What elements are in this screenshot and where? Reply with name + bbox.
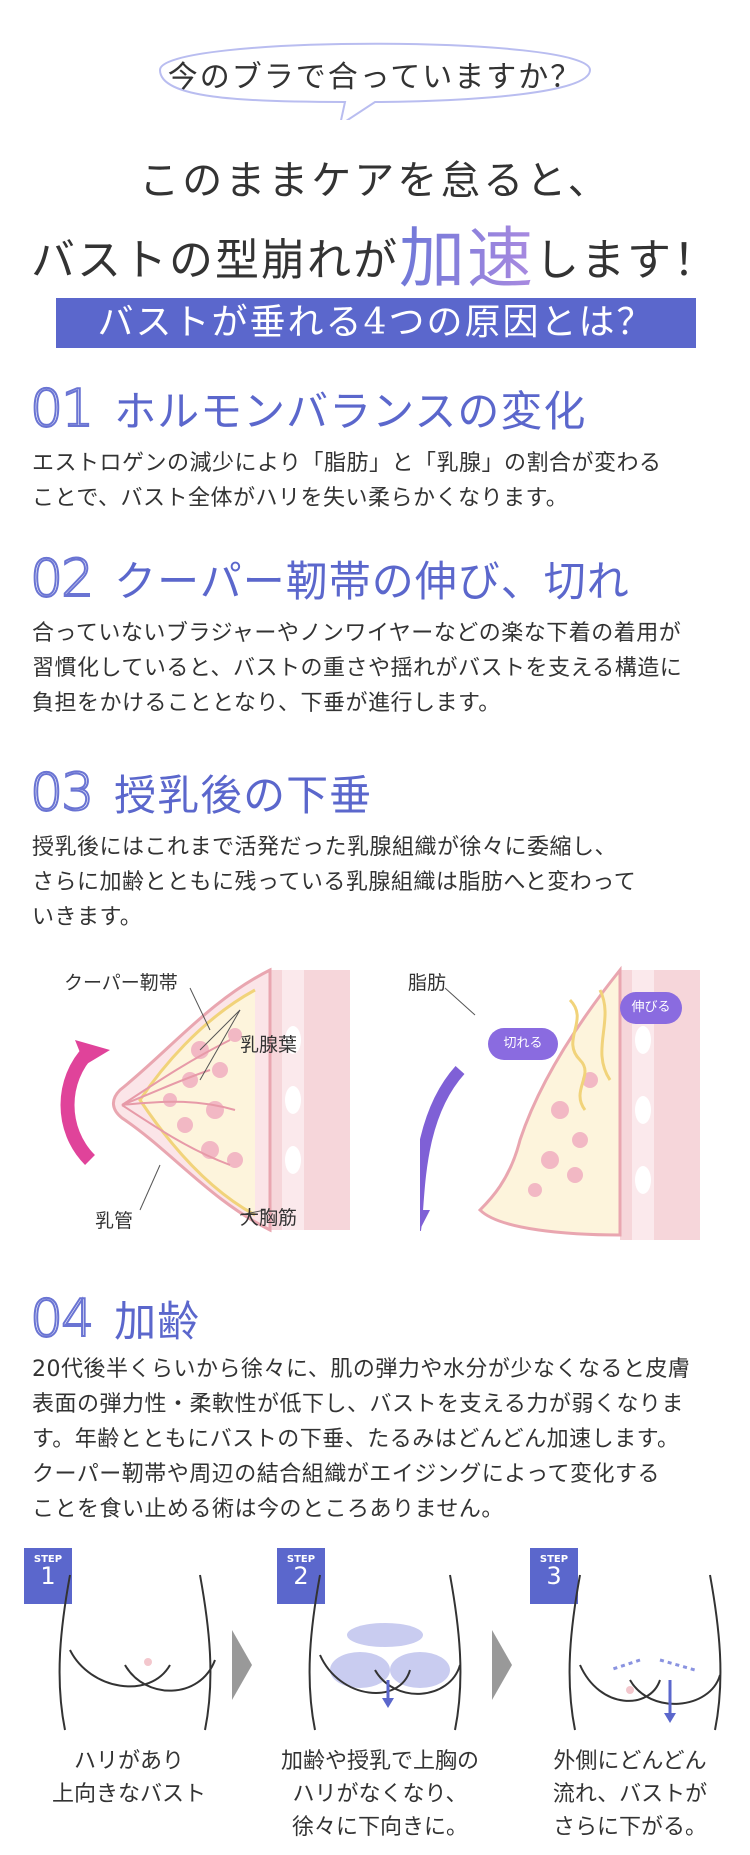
step-label: STEP — [286, 1554, 316, 1565]
body-line: 習慣化していると、バストの重さや揺れがバストを支える構造に — [32, 656, 683, 681]
body-line: す。年齢とともにバストの下垂、たるみはどんどん加速します。 — [32, 1427, 680, 1452]
badge-tear: 切れる — [488, 1028, 558, 1060]
torso-step2-illustration — [308, 1574, 462, 1731]
section-01-body: エストロゲンの減少により「脂肪」と「乳腺」の割合が変わる ことで、バスト全体がハ… — [32, 446, 722, 516]
section-04-body: 20代後半くらいから徐々に、肌の弾力や水分が少なくなると皮膚 表面の弾力性・柔軟… — [32, 1352, 722, 1527]
section-01-heading: 01 ホルモンバランスの変化 — [29, 378, 587, 440]
speech-bubble — [158, 42, 592, 120]
body-line: さらに加齢とともに残っている乳腺組織は脂肪へと変わって — [32, 870, 637, 895]
label-duct: 乳管 — [95, 1210, 134, 1232]
step-number: 1 — [40, 1562, 56, 1590]
headline-line1: このままケアを怠ると、 — [139, 158, 611, 204]
section-title: クーパー靭帯の伸び、切れ — [114, 557, 630, 606]
body-line: ことで、バスト全体がハリを失い柔らかくなります。 — [32, 486, 569, 511]
caption-line: 徐々に下向きに。 — [291, 1815, 468, 1840]
body-line: 授乳後にはこれまで活発だった乳腺組織が徐々に委縮し、 — [32, 835, 618, 860]
section-number: 02 — [29, 548, 95, 610]
caption-line: ハリがあり — [73, 1749, 184, 1774]
caption-line: さらに下がる。 — [552, 1815, 707, 1840]
body-line: 表面の弾力性・柔軟性が低下し、バストを支える力が弱くなりま — [32, 1392, 684, 1417]
breast-anatomy-illustration — [60, 967, 350, 1233]
label-fat: 脂肪 — [408, 972, 447, 994]
headline-post: します！ — [535, 235, 719, 286]
body-line: エストロゲンの減少により「脂肪」と「乳腺」の割合が変わる — [32, 451, 662, 476]
body-line: ことを食い止める術は今のところありません。 — [32, 1497, 504, 1522]
step-label: STEP — [539, 1554, 569, 1565]
causes-banner: バストが垂れる4つの原因とは？ — [56, 298, 696, 348]
step-2-caption: 加齢や授乳で上胸の ハリがなくなり、 徐々に下向きに。 — [270, 1745, 490, 1844]
section-number: 04 — [29, 1288, 95, 1350]
section-number: 03 — [29, 762, 95, 824]
section-03-body: 授乳後にはこれまで活発だった乳腺組織が徐々に委縮し、 さらに加齢とともに残ってい… — [32, 830, 722, 935]
body-line: いきます。 — [32, 905, 143, 930]
section-02-body: 合っていないブラジャーやノンワイヤーなどの楽な下着の着用が 習慣化していると、バ… — [32, 616, 722, 721]
step-number: 3 — [546, 1562, 562, 1590]
section-02-heading: 02 クーパー靭帯の伸び、切れ — [29, 548, 630, 610]
section-title: ホルモンバランスの変化 — [114, 387, 587, 436]
body-line: 合っていないブラジャーやノンワイヤーなどの楽な下着の着用が — [32, 621, 682, 646]
caption-line: 流れ、バストが — [552, 1782, 708, 1807]
section-04-heading: 04 加齢 — [29, 1288, 201, 1350]
caption-line: 外側にどんどん — [553, 1749, 707, 1774]
body-line: クーパー靭帯や周辺の結合組織がエイジングによって変化する — [32, 1462, 661, 1487]
headline-pre: バストの型崩れが — [31, 235, 399, 286]
caption-line: 加齢や授乳で上胸の — [280, 1749, 479, 1774]
section-title: 授乳後の下垂 — [114, 771, 373, 820]
label-lobule: 乳腺葉 — [240, 1034, 298, 1056]
body-line: 20代後半くらいから徐々に、肌の弾力や水分が少なくなると皮膚 — [32, 1357, 691, 1382]
section-03-heading: 03 授乳後の下垂 — [29, 762, 373, 824]
torso-step1-illustration — [58, 1574, 216, 1731]
label-pectoral-muscle: 大胸筋 — [240, 1207, 298, 1229]
bubble-text: 今のブラで合っていますか？ — [167, 60, 583, 95]
caption-line: 上向きなバスト — [51, 1782, 206, 1807]
section-number: 01 — [29, 378, 95, 440]
headline-accent: 加速 — [399, 220, 535, 297]
arrow-right-icon — [232, 1630, 252, 1700]
step-3-caption: 外側にどんどん 流れ、バストが さらに下がる。 — [530, 1745, 730, 1844]
badge-stretch: 伸びる — [620, 992, 682, 1024]
body-line: 負担をかけることとなり、下垂が進行します。 — [32, 691, 501, 716]
section-title: 加齢 — [114, 1297, 201, 1346]
step-label: STEP — [33, 1554, 63, 1565]
torso-step3-illustration — [568, 1574, 722, 1731]
sagging-breast-illustration — [420, 965, 700, 1240]
step-number: 2 — [293, 1562, 309, 1590]
arrow-right-icon — [492, 1630, 512, 1700]
label-cooper-ligament: クーパー靭帯 — [64, 972, 178, 994]
step-1-caption: ハリがあり 上向きなバスト — [24, 1745, 234, 1811]
headline-line2: バストの型崩れが加速します！ — [0, 205, 750, 301]
caption-line: ハリがなくなり、 — [292, 1782, 468, 1807]
